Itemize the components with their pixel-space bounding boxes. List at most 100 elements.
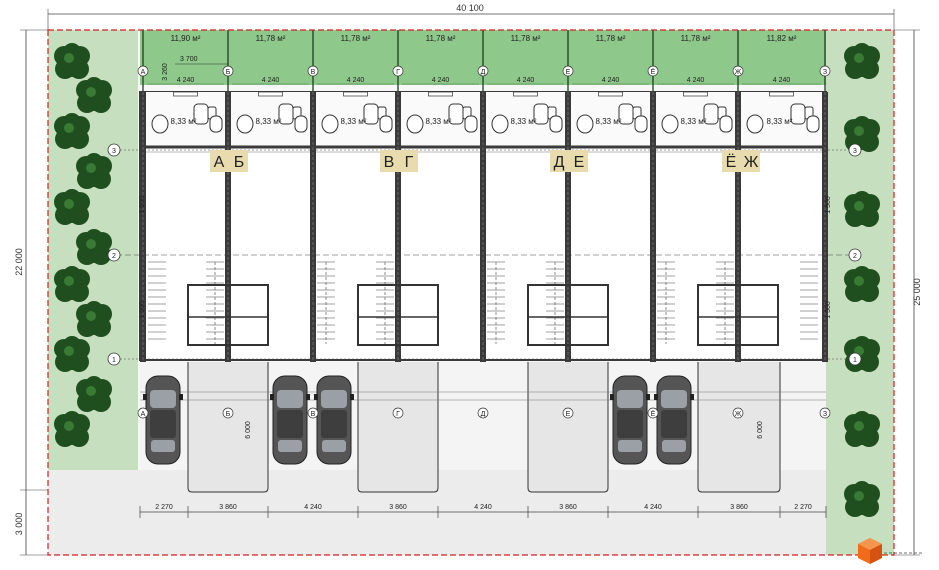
- axis-bubble: [222, 65, 234, 77]
- tree-icon: [844, 43, 880, 79]
- axis-bubble: [562, 65, 574, 77]
- overall-width-label: 40 100: [456, 3, 484, 13]
- tree-icon: [76, 77, 112, 113]
- bottom-dim-label: 4 240: [474, 504, 492, 511]
- tree-leaf-clump: [77, 93, 97, 113]
- tree-leaf-clump: [55, 352, 75, 372]
- section-letter: Г: [405, 154, 414, 171]
- tree-highlight: [854, 126, 864, 136]
- car-mirror: [654, 394, 658, 400]
- axis-bubble: [222, 407, 234, 419]
- car-roof: [321, 410, 347, 438]
- bottom-dim-label: 3 860: [559, 504, 577, 511]
- window: [769, 91, 794, 97]
- axis-label: З: [823, 411, 827, 418]
- axis-bubble: [137, 65, 149, 77]
- car-mirror: [350, 394, 354, 400]
- section-letter: Б: [234, 154, 245, 171]
- yard-area-label: 11,78 м²: [341, 34, 371, 43]
- section-letter: А: [214, 154, 225, 171]
- axis-label: Б: [226, 411, 231, 418]
- shower-icon: [294, 115, 308, 133]
- car-roof: [617, 410, 643, 438]
- car-mirror: [646, 394, 650, 400]
- tree-leaf-clump: [91, 317, 111, 337]
- window: [258, 91, 283, 97]
- shower-icon: [634, 115, 648, 133]
- vestibule: [697, 284, 779, 346]
- car-rear-window: [322, 440, 346, 452]
- side-dim-label: 1 500: [139, 196, 146, 214]
- car-icon: [143, 375, 183, 465]
- bathroom-area-label: 8,33 м²: [767, 117, 793, 126]
- axis-bubble: [848, 248, 862, 262]
- car-icon: [314, 375, 354, 465]
- parking-bay: [527, 362, 609, 493]
- tree-highlight: [64, 53, 74, 63]
- yard-dim-label: 4 240: [517, 77, 535, 84]
- axis-bubble: [819, 65, 831, 77]
- tree-leaf-clump: [845, 497, 865, 517]
- tree-leaf-clump: [69, 59, 89, 79]
- tree-leaf-clump: [55, 205, 75, 225]
- tree-icon: [844, 116, 880, 152]
- bathroom-area-label: 8,33 м²: [681, 117, 707, 126]
- axis-label: Ж: [735, 69, 742, 76]
- tree-leaf-clump: [845, 282, 865, 302]
- bathroom-area-label: 8,33 м²: [596, 117, 622, 126]
- tree-leaf-clump: [859, 497, 879, 517]
- axis-label: Г: [396, 411, 400, 418]
- car-mirror: [143, 394, 147, 400]
- axis-bubble: [647, 65, 659, 77]
- bottom-dim-label: 4 240: [644, 504, 662, 511]
- axis-bubble: [477, 407, 489, 419]
- tree-icon: [844, 411, 880, 447]
- axis-label: 2: [853, 253, 857, 260]
- car-windshield: [321, 390, 347, 408]
- car-rear-window: [618, 440, 642, 452]
- shower-icon: [719, 115, 733, 133]
- window: [598, 91, 623, 97]
- car-roof: [661, 410, 687, 438]
- tree-icon: [76, 301, 112, 337]
- yard-dim-label: 4 240: [262, 77, 280, 84]
- parking-bay: [187, 362, 269, 493]
- tree-leaf-clump: [55, 427, 75, 447]
- section-letter: В: [384, 154, 395, 171]
- axis-bubble: [137, 407, 149, 419]
- trees-group: [54, 43, 880, 517]
- bottom-dim-label: 2 270: [155, 504, 173, 511]
- yard-area-label: 11,82 м²: [767, 34, 797, 43]
- side-dim-label: 1 500: [825, 301, 832, 319]
- yard-dividers: [142, 30, 826, 92]
- vestibule: [527, 284, 609, 346]
- tree-highlight: [64, 346, 74, 356]
- tree-leaf-clump: [91, 245, 111, 265]
- yard-dim-label: 4 240: [432, 77, 450, 84]
- tree-highlight: [86, 311, 96, 321]
- axis-label: Д: [481, 69, 486, 76]
- tree-highlight: [854, 201, 864, 211]
- section-letter-bg: [550, 150, 588, 172]
- tree-icon: [76, 229, 112, 265]
- parking-depth-label: 6 000: [757, 421, 764, 439]
- car-mirror: [314, 394, 318, 400]
- axis-bubble: [307, 407, 319, 419]
- axis-label: 1: [112, 357, 116, 364]
- car-mirror: [270, 394, 274, 400]
- window: [343, 91, 368, 97]
- tree-highlight: [64, 123, 74, 133]
- yard-dim-label: 4 240: [687, 77, 705, 84]
- tree-leaf-clump: [55, 282, 75, 302]
- axis-bubble: [107, 143, 121, 157]
- side-dim-label: 1 500: [139, 301, 146, 319]
- bathroom-area-label: 8,33 м²: [171, 117, 197, 126]
- tree-icon: [54, 43, 90, 79]
- tree-highlight: [86, 87, 96, 97]
- tree-icon: [54, 336, 90, 372]
- tree-icon: [76, 153, 112, 189]
- tree-leaf-clump: [859, 282, 879, 302]
- yard-dim-label: 4 240: [602, 77, 620, 84]
- axis-bubble: [107, 248, 121, 262]
